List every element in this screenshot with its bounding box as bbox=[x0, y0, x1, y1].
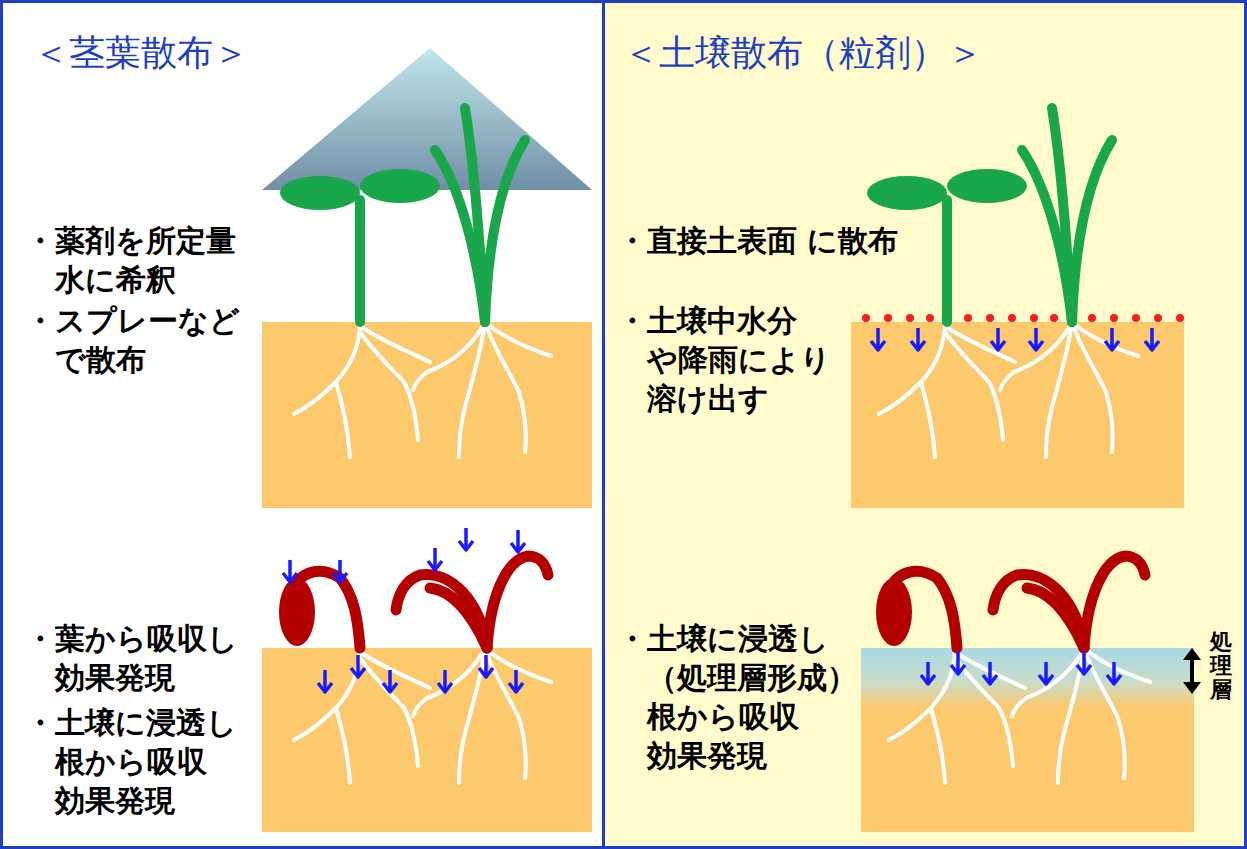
bullet-text: ・直接土表面 に散布 bbox=[617, 221, 902, 260]
panel-title: ＜土壌散布（粒剤）＞ bbox=[623, 31, 983, 75]
method-panel: ＜土壌散布（粒剤）＞ ・直接土表面 に散布・土壌中水分 や降雨により 溶け出す・土… bbox=[602, 0, 1247, 849]
bullet-text: ・土壌に浸透し （処理層形成） 根から吸収 効果発現 bbox=[617, 619, 902, 775]
bullet-text: ・葉から吸収し 効果発現 bbox=[25, 619, 310, 697]
bullet-text: ・土壌中水分 や降雨により 溶け出す bbox=[617, 301, 902, 418]
layer-label: 処理層 bbox=[1210, 630, 1232, 703]
bullet-text: ・土壌に浸透し 根から吸収 効果発現 bbox=[25, 703, 310, 820]
method-panel: ＜茎葉散布＞ ・薬剤を所定量 水に希釈・スプレーなど で散布・葉から吸収し 効果発… bbox=[0, 0, 605, 849]
bullet-text: ・スプレーなど で散布 bbox=[25, 301, 310, 379]
bullet-text: ・薬剤を所定量 水に希釈 bbox=[25, 221, 310, 299]
panel-title: ＜茎葉散布＞ bbox=[33, 31, 249, 75]
